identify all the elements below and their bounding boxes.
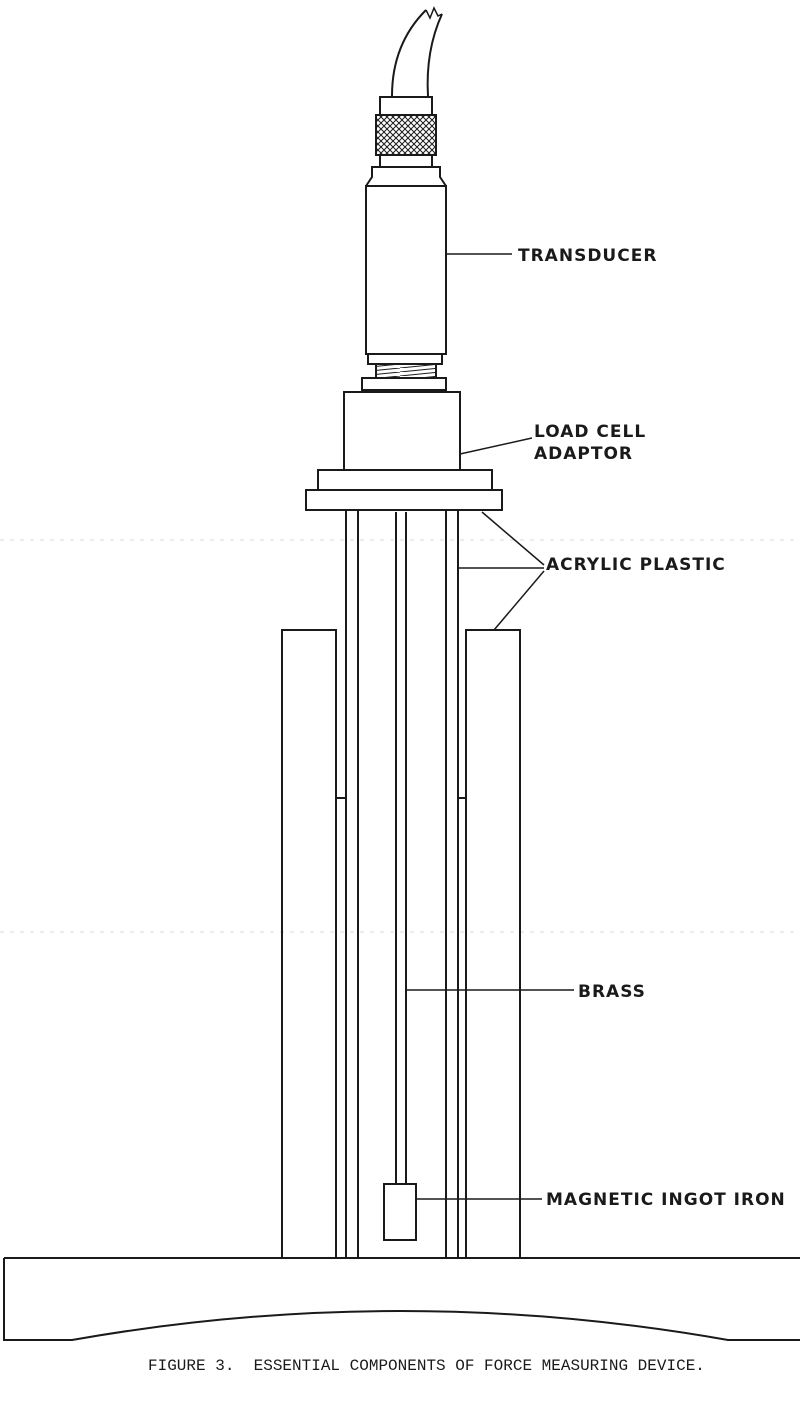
acrylic-inner-tube bbox=[345, 510, 459, 1258]
brass-rod bbox=[395, 512, 407, 1184]
label-brass: BRASS bbox=[578, 982, 646, 1002]
label-magnetic-ingot-iron: MAGNETIC INGOT IRON bbox=[546, 1190, 786, 1210]
acrylic-outer-cylinder bbox=[281, 629, 521, 1258]
transducer-body bbox=[361, 166, 447, 391]
label-load-cell: LOAD CELL bbox=[534, 422, 646, 442]
base bbox=[3, 1257, 800, 1341]
magnetic-iron-block bbox=[383, 1183, 417, 1241]
figure-caption: FIGURE 3. ESSENTIAL COMPONENTS OF FORCE … bbox=[148, 1357, 705, 1375]
load-cell-adaptor bbox=[317, 391, 493, 491]
label-acrylic-plastic: ACRYLIC PLASTIC bbox=[546, 555, 726, 575]
label-transducer: TRANSDUCER bbox=[518, 246, 657, 266]
leader-lines bbox=[406, 253, 574, 1200]
knurled-connector bbox=[375, 96, 437, 168]
acrylic-plate bbox=[305, 489, 503, 511]
cable bbox=[391, 6, 443, 97]
label-adaptor: ADAPTOR bbox=[534, 444, 633, 464]
